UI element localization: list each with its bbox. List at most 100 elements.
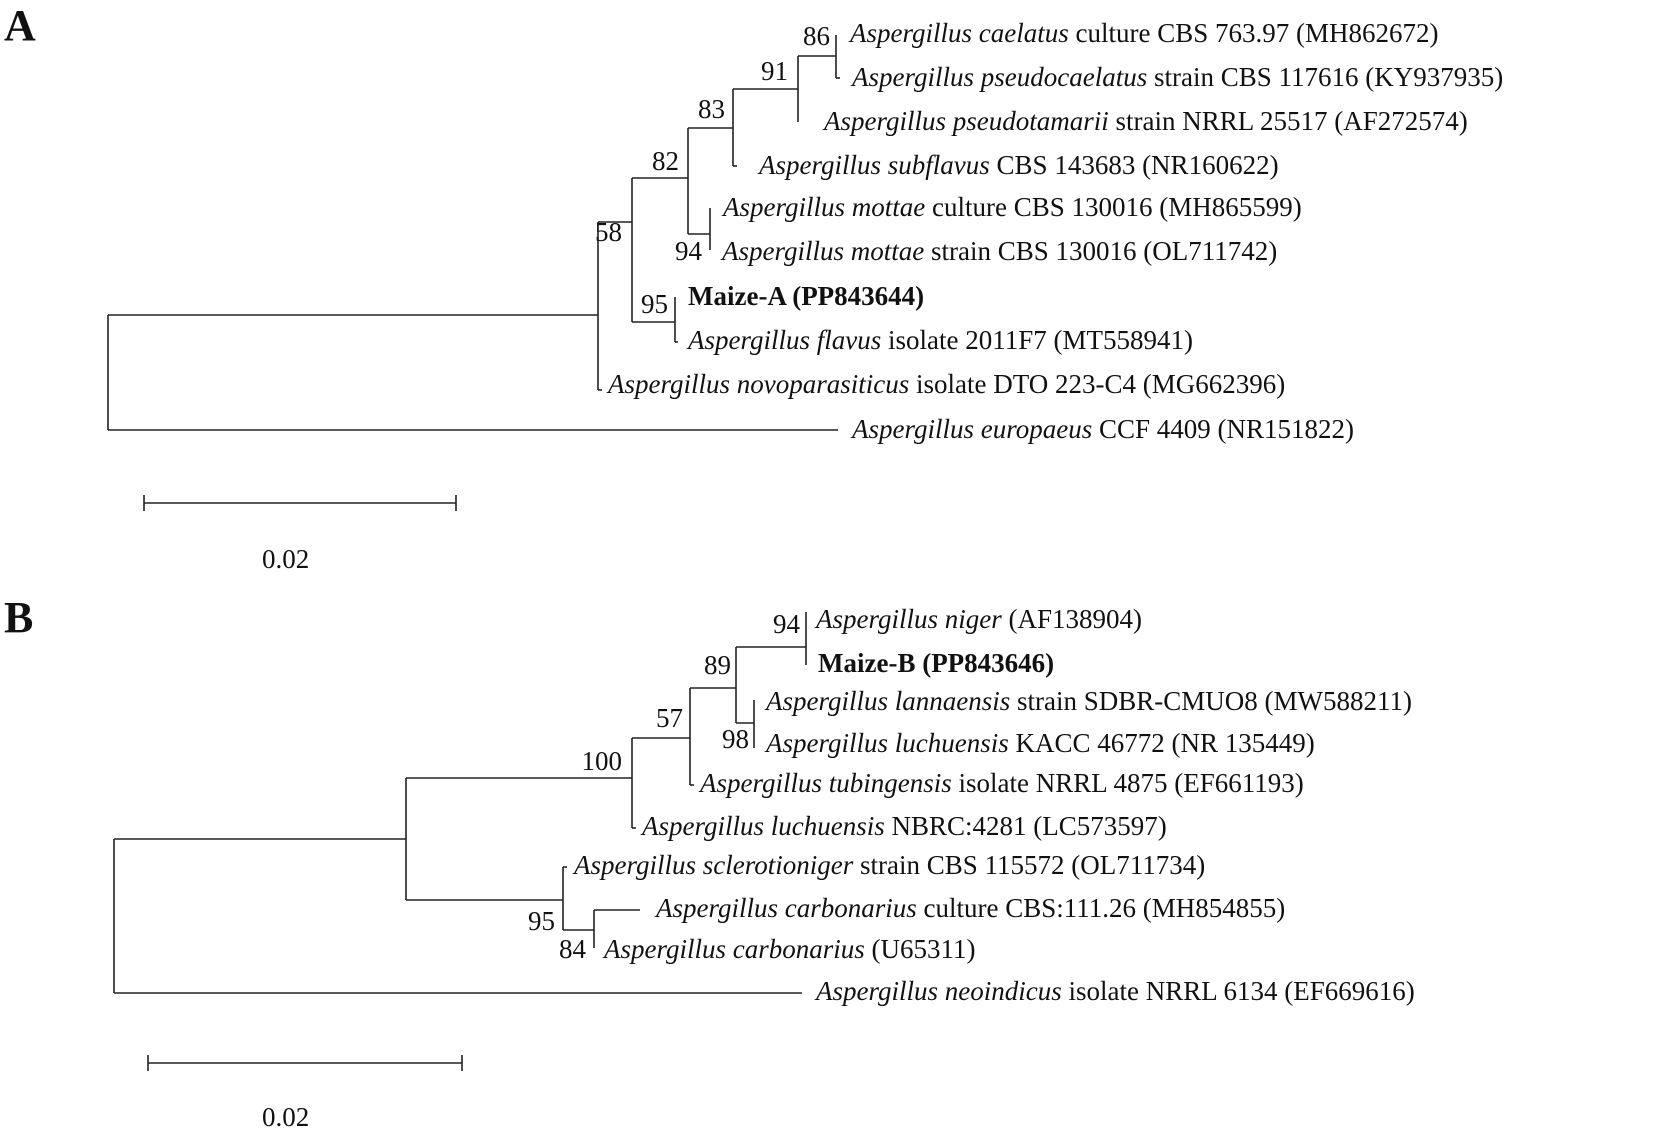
taxon-detail: CCF 4409 (NR151822)	[1092, 414, 1354, 444]
panel-a: A	[4, 1, 1503, 574]
taxon-species: caelatus	[979, 18, 1069, 48]
taxon-species: luchuensis	[771, 811, 885, 841]
taxon-label-maize-a: Maize-A (PP843644)	[688, 281, 924, 311]
taxon-species: europaeus	[981, 414, 1092, 444]
taxon-genus: Aspergillus	[654, 893, 778, 923]
taxon-genus: Aspergillus	[822, 106, 946, 136]
taxon-genus: Aspergillus	[757, 150, 881, 180]
taxon-genus: Aspergillus	[686, 325, 810, 355]
panel-a-branches	[107, 35, 840, 431]
bootstrap-value: 83	[698, 94, 725, 124]
taxon-label: Aspergillus lannaensis strain SDBR-CMUO8…	[764, 686, 1412, 716]
taxon-label: Aspergillus luchuensis KACC 46772 (NR 13…	[764, 728, 1315, 758]
bootstrap-value: 95	[641, 289, 668, 319]
taxon-detail: isolate DTO 223-C4 (MG662396)	[909, 369, 1285, 399]
taxon-species: mottae	[851, 236, 925, 266]
taxon-detail: strain NRRL 25517 (AF272574)	[1109, 106, 1468, 136]
taxon-label: Aspergillus tubingensis isolate NRRL 487…	[698, 768, 1304, 798]
taxon-genus: Aspergillus	[814, 976, 938, 1006]
taxon-label: Aspergillus caelatus culture CBS 763.97 …	[848, 18, 1438, 48]
taxon-detail: strain CBS 115572 (OL711734)	[853, 850, 1205, 880]
taxon-label: Aspergillus subflavus CBS 143683 (NR1606…	[757, 150, 1279, 180]
taxon-genus: Aspergillus	[606, 369, 730, 399]
taxon-label: Aspergillus luchuensis NBRC:4281 (LC5735…	[640, 811, 1167, 841]
taxon-genus: Aspergillus	[720, 236, 844, 266]
panel-a-scale-bar: 0.02	[143, 495, 457, 574]
taxon-species: niger	[945, 604, 1002, 634]
taxon-label: Aspergillus sclerotioniger strain CBS 11…	[572, 850, 1205, 880]
taxon-label: Aspergillus niger (AF138904)	[814, 604, 1142, 634]
taxon-detail: strain CBS 130016 (OL711742)	[924, 236, 1277, 266]
taxon-detail: (U65311)	[865, 934, 976, 964]
panel-a-bootstrap-values: 86 91 83 82 94 58 95	[595, 21, 830, 319]
taxon-genus: Aspergillus	[602, 934, 726, 964]
panel-b: B	[4, 593, 1415, 1132]
bootstrap-value: 89	[704, 650, 731, 680]
scale-bar-label: 0.02	[262, 544, 309, 574]
bootstrap-value: 84	[559, 934, 587, 964]
taxon-genus: Aspergillus	[764, 728, 888, 758]
taxon-species: tubingensis	[829, 768, 952, 798]
taxon-genus: Aspergillus	[721, 192, 845, 222]
bootstrap-value: 91	[761, 56, 788, 86]
taxon-species: pseudotamarii	[951, 106, 1109, 136]
taxon-label: Aspergillus neoindicus isolate NRRL 6134…	[814, 976, 1415, 1006]
taxon-detail: culture CBS:111.26 (MH854855)	[917, 893, 1285, 923]
taxon-detail: culture CBS 763.97 (MH862672)	[1069, 18, 1439, 48]
bootstrap-value: 86	[803, 21, 830, 51]
bootstrap-value: 100	[582, 746, 623, 776]
bootstrap-value: 98	[722, 724, 749, 754]
taxon-detail: strain CBS 117616 (KY937935)	[1147, 62, 1503, 92]
taxon-genus: Aspergillus	[764, 686, 888, 716]
bootstrap-value: 57	[656, 703, 683, 733]
panel-b-scale-bar: 0.02	[147, 1055, 463, 1132]
taxon-species: novoparasiticus	[737, 369, 910, 399]
taxon-genus: Aspergillus	[640, 811, 764, 841]
panel-a-taxon-labels: Aspergillus caelatus culture CBS 763.97 …	[606, 18, 1503, 444]
bootstrap-value: 94	[773, 609, 801, 639]
taxon-detail: strain SDBR-CMUO8 (MW588211)	[1010, 686, 1412, 716]
taxon-label: Aspergillus pseudocaelatus strain CBS 11…	[850, 62, 1503, 92]
taxon-detail: isolate 2011F7 (MT558941)	[881, 325, 1193, 355]
bootstrap-value: 82	[652, 146, 679, 176]
taxon-detail: (AF138904)	[1002, 604, 1142, 634]
taxon-detail: KACC 46772 (NR 135449)	[1009, 728, 1315, 758]
taxon-label: Aspergillus mottae strain CBS 130016 (OL…	[720, 236, 1277, 266]
bootstrap-value: 94	[675, 236, 703, 266]
taxon-genus: Aspergillus	[698, 768, 822, 798]
taxon-species: mottae	[852, 192, 926, 222]
taxon-species: pseudocaelatus	[979, 62, 1147, 92]
taxon-detail: CBS 143683 (NR160622)	[990, 150, 1279, 180]
taxon-detail: NBRC:4281 (LC573597)	[885, 811, 1167, 841]
taxon-species: luchuensis	[895, 728, 1009, 758]
taxon-label: Aspergillus flavus isolate 2011F7 (MT558…	[686, 325, 1193, 355]
taxon-species: sclerotioniger	[703, 850, 854, 880]
panel-b-branches	[113, 612, 807, 994]
taxon-species: lannaensis	[895, 686, 1011, 716]
panel-a-label: A	[4, 1, 36, 50]
taxon-label: Aspergillus pseudotamarii strain NRRL 25…	[822, 106, 1468, 136]
taxon-species: subflavus	[888, 150, 990, 180]
taxon-species: carbonarius	[733, 934, 865, 964]
scale-bar-label: 0.02	[262, 1102, 309, 1132]
taxon-species: flavus	[817, 325, 882, 355]
panel-b-taxon-labels: Aspergillus niger (AF138904) Maize-B (PP…	[572, 604, 1415, 1006]
taxon-label: Aspergillus carbonarius culture CBS:111.…	[654, 893, 1285, 923]
panel-b-bootstrap-values: 94 89 57 98 100 95 84	[528, 609, 801, 964]
bootstrap-value: 58	[595, 217, 622, 247]
taxon-genus: Aspergillus	[850, 62, 974, 92]
taxon-genus: Aspergillus	[848, 18, 972, 48]
taxon-genus: Aspergillus	[814, 604, 938, 634]
taxon-genus: Aspergillus	[572, 850, 696, 880]
panel-b-label: B	[4, 593, 33, 642]
taxon-detail: isolate NRRL 6134 (EF669616)	[1062, 976, 1415, 1006]
taxon-label: Aspergillus europaeus CCF 4409 (NR151822…	[850, 414, 1354, 444]
bootstrap-value: 95	[528, 906, 555, 936]
taxon-species: neoindicus	[945, 976, 1062, 1006]
taxon-detail: culture CBS 130016 (MH865599)	[925, 192, 1301, 222]
taxon-label: Aspergillus mottae culture CBS 130016 (M…	[721, 192, 1302, 222]
taxon-label: Aspergillus novoparasiticus isolate DTO …	[606, 369, 1285, 399]
taxon-detail: isolate NRRL 4875 (EF661193)	[952, 768, 1304, 798]
